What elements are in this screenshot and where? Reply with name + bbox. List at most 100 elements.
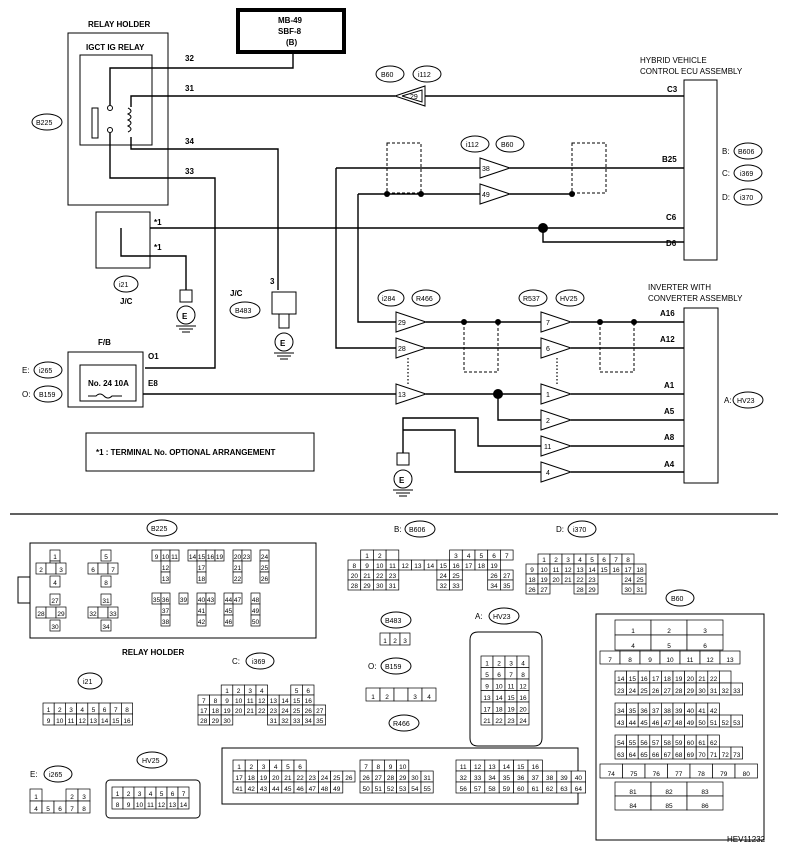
connector-pin-number: 28 [200, 718, 208, 725]
i370-label: i370 [740, 195, 753, 202]
connector-pin-number: 2 [393, 638, 397, 645]
connector-pin-number: 32 [440, 583, 448, 590]
connector-pin-number: 22 [495, 718, 503, 725]
connector-pin-number: 16 [612, 567, 620, 574]
connector-pin-number: 3 [403, 638, 407, 645]
fuse-box [79, 364, 137, 402]
connector-pin-number: 20 [519, 707, 527, 714]
connector-pin-number: 40 [687, 708, 695, 715]
connector-pin-number: 53 [399, 786, 407, 793]
pin-1: 1 [546, 392, 550, 399]
connector-pin-number: 60 [687, 740, 695, 747]
b60-tag-top [375, 65, 405, 83]
r466-label: R466 [416, 296, 433, 303]
connector-pin-number: 59 [503, 786, 511, 793]
connector-pin-number: 5 [480, 553, 484, 560]
connector-pin-number: 17 [465, 563, 473, 570]
fuse-symbol [88, 393, 122, 399]
connector-pin-number: 1 [542, 557, 546, 564]
connector-pin-number: 28 [37, 611, 45, 618]
i284-label: i284 [382, 296, 395, 303]
connector-pin-number: 4 [521, 661, 525, 668]
ecu-pin-c6: C6 [666, 213, 677, 222]
connector-pin-number: 4 [260, 688, 264, 695]
connector-pin-number: 48 [321, 786, 329, 793]
connector-pin-number: 7 [364, 764, 368, 771]
connector-pin-number: 65 [640, 752, 648, 759]
connector-pin-number: 35 [629, 708, 637, 715]
connector-pin-number: 40 [575, 775, 583, 782]
connector-pin-cell [100, 575, 112, 588]
connector-pin-number: 30 [223, 718, 231, 725]
pin-13: 13 [398, 392, 406, 399]
connector-pin-number: 73 [733, 752, 741, 759]
connector-pin-number: 26 [652, 688, 660, 695]
connector-pin-number: 16 [532, 764, 540, 771]
connector-pin-cell [730, 682, 743, 696]
hv23-label-bottom: HV23 [493, 614, 511, 621]
b606-tag [733, 142, 763, 160]
i21-label: i21 [119, 282, 128, 289]
connector-pin-number: 11 [247, 698, 254, 705]
connector-pin-number: 11 [389, 563, 396, 570]
b225-label-bottom: B225 [151, 526, 167, 533]
b60-tag-bottom [665, 589, 695, 607]
connector-pin-number: 24 [519, 718, 527, 725]
wire-32 [109, 42, 294, 105]
r466-tag [411, 289, 441, 307]
connector-pin-number: 36 [162, 597, 170, 604]
connector-pin-cell [100, 619, 112, 632]
connector-pin-number: 30 [376, 583, 384, 590]
connector-pin-number: 25 [640, 688, 648, 695]
connector-pin-number: 35 [503, 583, 511, 590]
connector-pin-number: 12 [162, 565, 170, 572]
connector-pin-number: 49 [333, 786, 341, 793]
connector-pin-number: 4 [427, 694, 431, 701]
pin-6: 6 [546, 346, 550, 353]
wire-a4 [403, 429, 684, 473]
connector-pin-number: 18 [478, 563, 486, 570]
connector-pin-number: 2 [249, 764, 253, 771]
connector-pin-number: 38 [162, 619, 170, 626]
hv25-tag-bottom [136, 751, 168, 769]
connector-pin-number: 6 [171, 791, 175, 798]
connector-pin-number: 9 [155, 554, 159, 561]
connector-pin-number: 3 [59, 567, 63, 574]
connector-pin-number: 19 [675, 676, 683, 683]
connector-pin-number: 64 [629, 752, 637, 759]
connector-pin-number: 24 [440, 573, 448, 580]
ecu-box [683, 79, 718, 261]
connector-pin-cell [100, 549, 112, 562]
connector-pin-number: 2 [70, 794, 74, 801]
connector-pin-number: 13 [576, 567, 584, 574]
connector-pin-number: 7 [509, 672, 513, 679]
shield-inv-left [463, 321, 499, 373]
connector-pin-number: 29 [687, 688, 695, 695]
connector-pin-number: 62 [710, 740, 718, 747]
connector-pin-number: 37 [162, 608, 170, 615]
connector-pin-number: 26 [528, 587, 536, 594]
inv-pin-a12: A12 [660, 335, 675, 344]
connector-pin-cell [55, 562, 67, 575]
connector-pin-cell [49, 575, 61, 588]
ecu-conn-d: D: [722, 193, 730, 202]
connector-pin-number: 66 [652, 752, 660, 759]
connector-pin-number: 4 [80, 707, 84, 714]
b159-tag-bottom [380, 657, 412, 675]
connector-pin-number: 42 [198, 619, 206, 626]
fuse-label: No. 24 10A [88, 379, 129, 388]
connector-pin-number: 3 [413, 694, 417, 701]
pin-7: 7 [546, 320, 550, 327]
connector-pin-number: 14 [503, 764, 511, 771]
inline-29b [395, 311, 428, 333]
connector-pin-number: 1 [34, 794, 38, 801]
b483-tag-bottom [380, 611, 412, 629]
connector-pin-number: 3 [262, 764, 266, 771]
connector-pin-number: 22 [234, 576, 242, 583]
